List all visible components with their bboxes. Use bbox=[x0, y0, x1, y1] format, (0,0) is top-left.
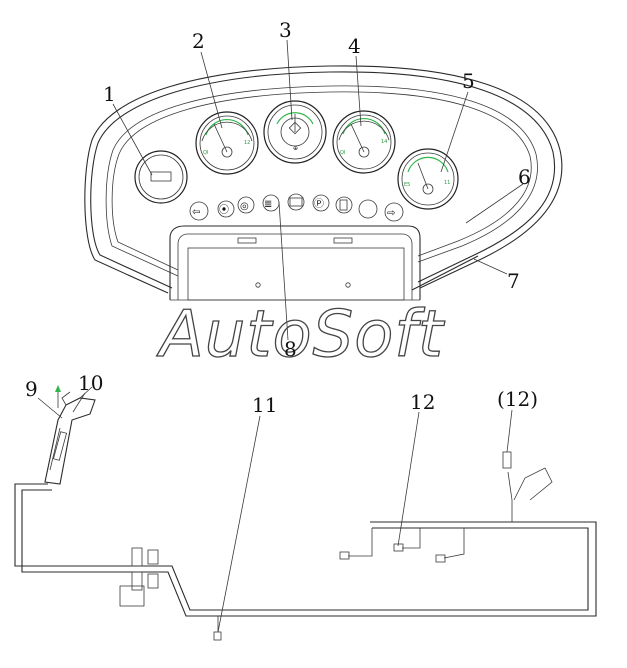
battery-icon bbox=[289, 197, 303, 207]
callout-2: 2 bbox=[192, 29, 205, 53]
gauge-3-symbol: ⊕ bbox=[293, 145, 298, 152]
indicator-row: ⇦ ⦿ ◎ ≣ Ⓟ ⇨ bbox=[189, 193, 404, 222]
leader-lines-lower bbox=[37, 392, 513, 633]
callout-8: 8 bbox=[284, 337, 297, 361]
gauge-4-right-label: 14 bbox=[381, 139, 387, 145]
watermark: AutoSoft bbox=[156, 298, 446, 372]
brake-icon: ⦿ bbox=[219, 204, 229, 216]
gauge-5: E5 11 bbox=[397, 148, 459, 210]
gauge-2: QI 12 bbox=[195, 111, 259, 175]
blank-lamp bbox=[358, 199, 378, 219]
headlight-icon: ≣ bbox=[264, 199, 272, 210]
callout-12-bracket: (12) bbox=[497, 387, 538, 411]
gauge-5-right-label: 11 bbox=[444, 180, 450, 186]
oil-pressure-icon: ◎ bbox=[240, 201, 249, 212]
callout-9: 9 bbox=[25, 377, 38, 401]
wiring-harness bbox=[14, 385, 597, 641]
gauge-3: ⊕ bbox=[263, 100, 327, 164]
callout-3: 3 bbox=[279, 18, 292, 42]
callout-7: 7 bbox=[507, 269, 520, 293]
callout-labels: 1 2 3 4 5 6 7 8 9 10 11 12 (12) bbox=[25, 18, 538, 417]
callout-1: 1 bbox=[103, 82, 116, 106]
arrow-left-icon: ⇦ bbox=[192, 207, 200, 218]
fuel-icon bbox=[339, 199, 348, 211]
leader-lines bbox=[112, 39, 524, 341]
callout-12: 12 bbox=[410, 390, 435, 414]
arrow-right-icon: ⇨ bbox=[387, 208, 395, 219]
gauge-4-left-label: QI bbox=[340, 150, 345, 156]
callout-6: 6 bbox=[518, 165, 531, 189]
callout-5: 5 bbox=[462, 69, 475, 93]
parking-icon: Ⓟ bbox=[314, 198, 324, 210]
gauge-2-left-label: QI bbox=[203, 150, 208, 156]
callout-10: 10 bbox=[78, 371, 103, 395]
gauge-2-right-label: 12 bbox=[244, 140, 250, 146]
round-module-1 bbox=[134, 150, 188, 204]
gauge-5-left-label: E5 bbox=[404, 182, 410, 188]
cluster-housing bbox=[84, 65, 563, 301]
gauge-4: QI 14 bbox=[332, 110, 396, 174]
callout-11: 11 bbox=[252, 393, 277, 417]
callout-4: 4 bbox=[348, 34, 361, 58]
